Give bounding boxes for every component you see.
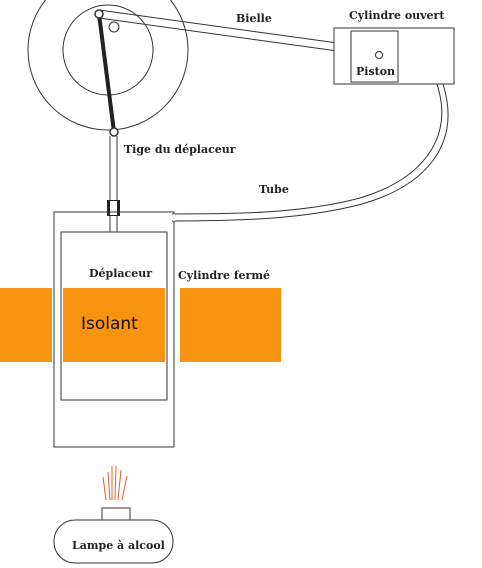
label-deplaceur: Déplaceur — [89, 267, 152, 280]
piston — [350, 30, 399, 83]
flywheel-crank-pin — [108, 21, 120, 33]
crank-joint — [94, 9, 104, 19]
label-lampe: Lampe à alcool — [72, 539, 165, 552]
flame-lines — [102, 465, 128, 501]
label-bielle: Bielle — [236, 12, 272, 25]
label-cylindre-ferme: Cylindre fermé — [178, 269, 270, 282]
closed-cylinder — [53, 211, 175, 448]
displacer-crank-rod — [97, 13, 116, 133]
connecting-rod — [98, 9, 353, 54]
insulation-left — [0, 288, 52, 362]
insulation-inside — [63, 288, 165, 362]
label-piston: Piston — [356, 65, 395, 78]
alcohol-lamp — [53, 507, 174, 564]
label-tube: Tube — [259, 183, 289, 196]
open-cylinder — [333, 27, 455, 85]
tube — [171, 83, 449, 222]
displacer-rod — [107, 136, 120, 232]
lamp-wick — [101, 507, 131, 521]
label-isolant: Isolant — [81, 314, 138, 334]
label-cylindre-ouvert: Cylindre ouvert — [349, 9, 445, 22]
rod-joint — [109, 127, 119, 137]
insulation-right — [180, 288, 281, 362]
label-tige: Tige du déplaceur — [124, 143, 236, 156]
piston-pin — [375, 51, 383, 59]
